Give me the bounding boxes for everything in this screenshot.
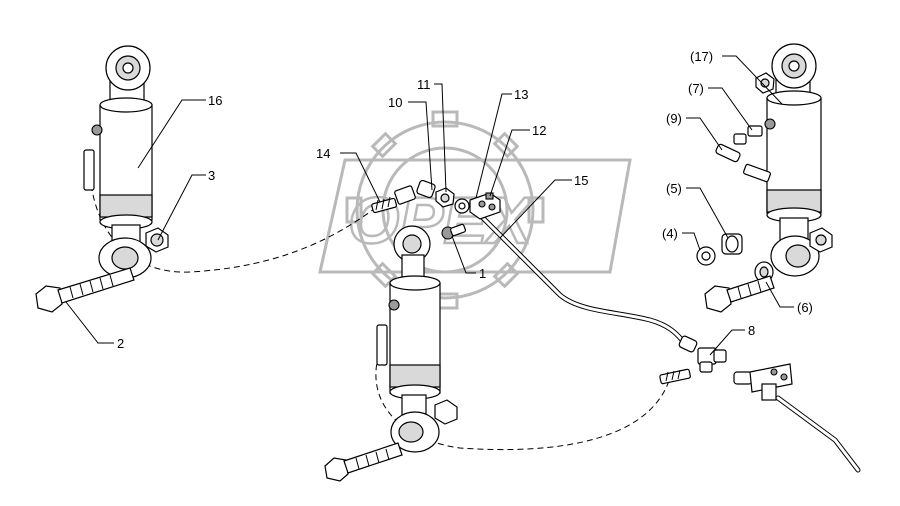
callout-7: (7) <box>688 81 704 96</box>
bushing-5 <box>721 233 743 255</box>
clamp-13-12 <box>469 192 501 220</box>
fitting-8 <box>659 335 727 385</box>
fitting-7 <box>733 125 763 145</box>
callout-13: 13 <box>514 87 528 102</box>
callout-5: (5) <box>666 181 682 196</box>
callout-labels: 16 3 2 14 10 11 13 12 15 1 8 (17) (7) (9… <box>117 49 813 351</box>
callout-15: 15 <box>574 173 588 188</box>
nut-center <box>434 399 458 425</box>
washer-17 <box>755 72 775 94</box>
bolt-2 <box>35 267 135 313</box>
callout-12: 12 <box>532 123 546 138</box>
nut-3 <box>145 227 169 253</box>
washer-4 <box>696 246 716 266</box>
washer-10 <box>454 198 470 214</box>
watermark-gear-ring <box>355 120 535 300</box>
bracket-right <box>733 363 793 401</box>
rigid-pipe-right <box>775 395 861 473</box>
callout-10: 10 <box>388 95 402 110</box>
bolt-center <box>324 442 403 482</box>
callout-17: (17) <box>690 49 713 64</box>
bolt-right <box>704 275 775 313</box>
callout-16: 16 <box>208 93 222 108</box>
fitting-10 <box>416 179 436 199</box>
hydraulic-cylinder-center <box>376 225 441 453</box>
hose-end-14 <box>371 185 416 214</box>
hose-center <box>375 344 671 451</box>
callout-14: 14 <box>316 146 330 161</box>
leader-lines <box>65 55 794 356</box>
callout-3: 3 <box>208 168 215 183</box>
callout-6: (6) <box>797 300 813 315</box>
hydraulic-cylinder-left <box>83 45 153 279</box>
fitting-9 <box>715 143 771 183</box>
watermark-frame <box>318 158 632 274</box>
callout-1: 1 <box>479 266 486 281</box>
screw-1 <box>441 223 466 240</box>
callout-4: (4) <box>662 226 678 241</box>
hose-left <box>89 164 379 273</box>
callout-11: 11 <box>417 77 431 92</box>
callout-2: 2 <box>117 336 124 351</box>
hydraulic-cylinder-right <box>764 43 822 277</box>
callout-8: 8 <box>748 323 755 338</box>
nut-right <box>809 227 833 253</box>
callout-9: (9) <box>666 111 682 126</box>
